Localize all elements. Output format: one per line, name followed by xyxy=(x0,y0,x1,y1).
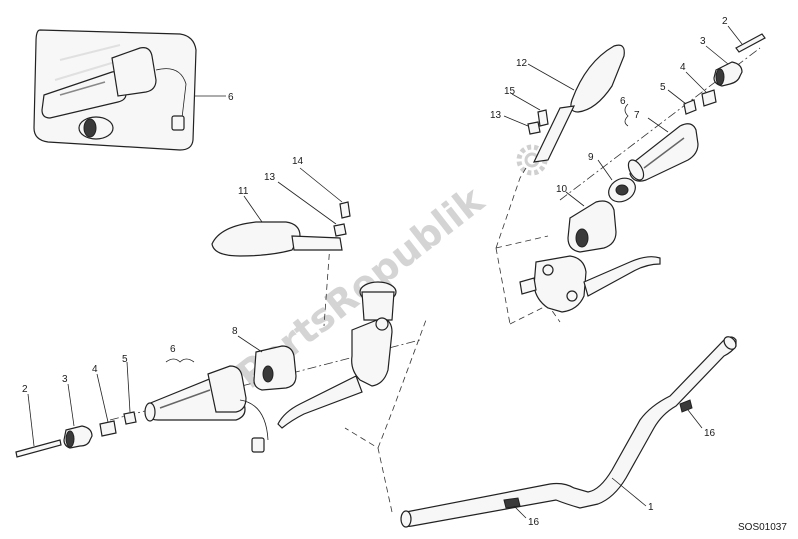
callout-3-left: 3 xyxy=(62,374,68,385)
callout-5-right: 5 xyxy=(660,82,666,93)
right-mirror: 12 15 13 xyxy=(490,44,625,163)
handlebar: 1 xyxy=(400,336,737,528)
callout-14: 14 xyxy=(292,156,304,167)
throttle-pulley: 9 xyxy=(588,152,636,203)
right-grip: 7 6 xyxy=(620,96,699,182)
alignment-lines xyxy=(109,47,761,513)
right-bar-end-assembly: 2 3 4 5 xyxy=(660,16,766,115)
left-master-cylinder xyxy=(277,281,397,429)
callout-13-left: 13 xyxy=(264,172,276,183)
left-bar-end-assembly: 2 3 4 5 xyxy=(15,354,137,458)
callout-9: 9 xyxy=(588,152,594,163)
callout-11: 11 xyxy=(238,186,249,197)
left-mirror: 11 13 14 xyxy=(211,156,351,257)
left-grip-and-switch: 6 8 xyxy=(144,326,297,453)
callout-12: 12 xyxy=(516,58,528,69)
callout-6-inset: 6 xyxy=(228,92,234,103)
callout-2-right: 2 xyxy=(722,16,728,27)
inset-detail: 6 xyxy=(33,29,234,151)
callout-3-right: 3 xyxy=(700,36,706,47)
callout-10: 10 xyxy=(556,184,568,195)
right-master-cylinder xyxy=(519,255,661,313)
callout-15: 15 xyxy=(504,86,516,97)
right-switch: 10 xyxy=(556,184,617,253)
callout-5-left: 5 xyxy=(122,354,128,365)
callout-6-left: 6 xyxy=(170,344,176,355)
callout-6-right: 6 xyxy=(620,96,626,107)
callout-4-left: 4 xyxy=(92,364,98,375)
callout-13-right: 13 xyxy=(490,110,502,121)
callout-8: 8 xyxy=(232,326,238,337)
callout-16-bottom: 16 xyxy=(528,517,540,528)
callout-16-right: 16 xyxy=(704,428,716,439)
reference-code: SOS01037 xyxy=(738,522,787,533)
callout-1: 1 xyxy=(648,502,654,513)
callout-4-right: 4 xyxy=(680,62,686,73)
callout-2-left: 2 xyxy=(22,384,28,395)
callout-7: 7 xyxy=(634,110,640,121)
part-16-bottom: 16 xyxy=(503,497,540,528)
part-16-right: 16 xyxy=(679,399,716,439)
